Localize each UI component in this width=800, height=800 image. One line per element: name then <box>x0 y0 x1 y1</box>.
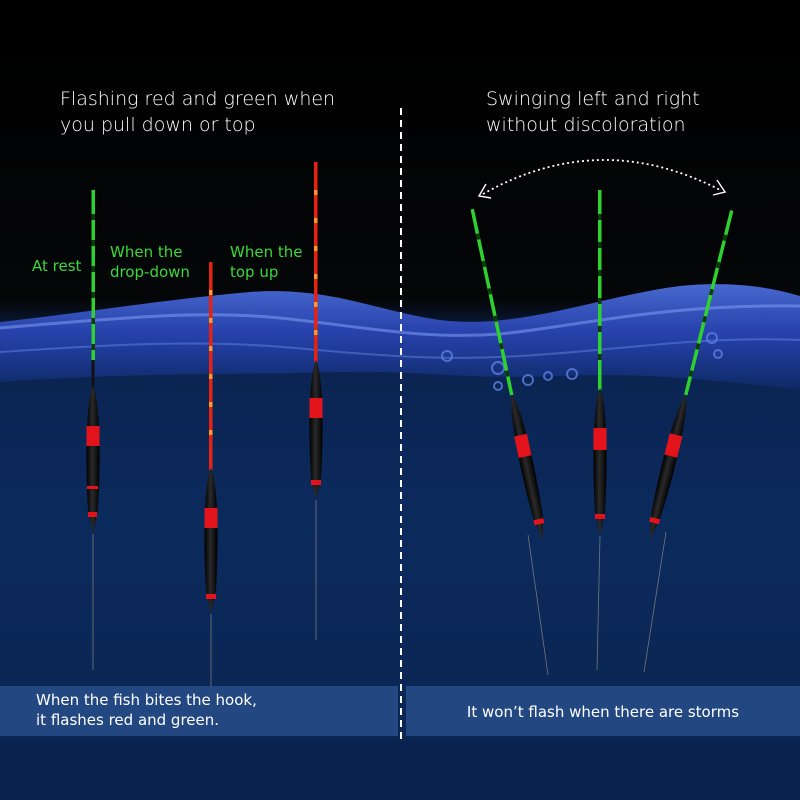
bubble-icon <box>441 332 723 391</box>
bottom-band <box>0 740 800 800</box>
float-top-up <box>309 162 323 640</box>
caption-left: When the fish bites the hook, it flashes… <box>0 686 398 736</box>
float-swing-right <box>649 210 734 540</box>
heading-right: Swinging left and right without discolor… <box>486 88 700 136</box>
float-swing-left <box>470 208 545 541</box>
fishing-line <box>643 531 667 673</box>
float-drop-down <box>204 262 218 690</box>
float-antenna <box>314 162 318 362</box>
fishing-line <box>527 534 549 676</box>
float-body <box>86 386 100 534</box>
float-body <box>511 395 543 541</box>
swing-arc-icon <box>477 159 727 199</box>
float-antenna <box>91 190 95 360</box>
float-body <box>309 360 323 500</box>
wave-highlight <box>0 338 800 359</box>
label-drop-down: When the drop-down <box>110 243 190 281</box>
wave-highlight <box>0 304 800 337</box>
label-top-up: When the top up <box>230 243 303 281</box>
caption-right: It won’t flash when there are storms <box>406 686 800 736</box>
top-black-band <box>0 0 800 62</box>
fishing-line <box>596 535 601 671</box>
heading-left: Flashing red and green when you pull dow… <box>60 88 336 136</box>
float-swing-center <box>593 190 607 671</box>
float-at-rest <box>86 190 100 670</box>
float-body <box>649 395 687 540</box>
label-at-rest: At rest <box>32 257 82 275</box>
float-antenna <box>209 262 213 470</box>
float-body <box>204 468 218 614</box>
float-antenna <box>598 190 602 390</box>
float-body <box>593 388 607 536</box>
